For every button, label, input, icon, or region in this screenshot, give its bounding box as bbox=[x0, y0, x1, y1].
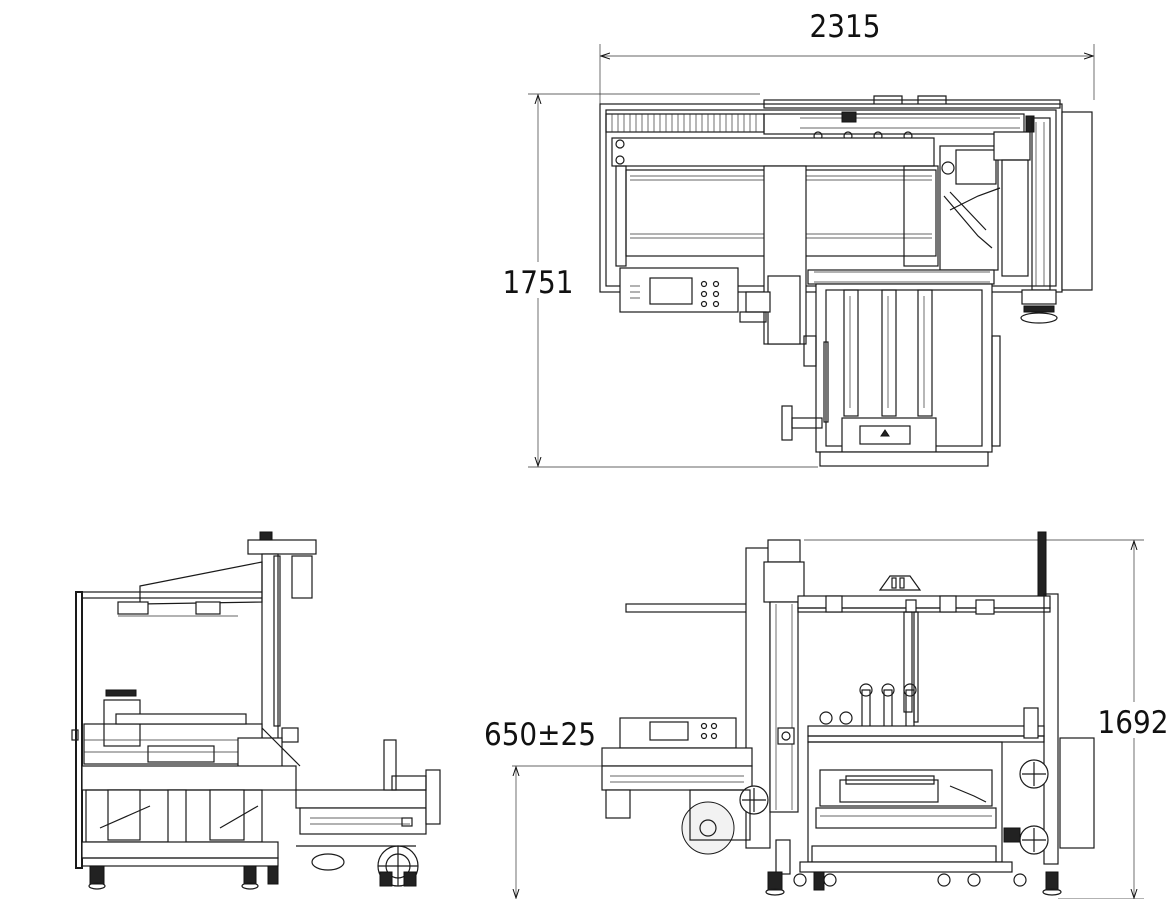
dimension-top-depth: 1751 bbox=[500, 93, 818, 468]
dimension-label-height: 1692 bbox=[1098, 705, 1166, 741]
machine-top-view-drawing bbox=[599, 95, 1093, 467]
dimension-top-width: 2315 bbox=[599, 9, 1095, 104]
dimension-infeed-height: 650±25 bbox=[484, 717, 604, 898]
top-view: 2315 1751 bbox=[500, 9, 1095, 468]
dimension-label-width: 2315 bbox=[810, 9, 881, 45]
dimension-label-infeed: 650±25 bbox=[484, 717, 596, 753]
dimension-front-height: 1692 bbox=[804, 539, 1166, 899]
machine-front-view-drawing: 1692 650±25 bbox=[484, 531, 1166, 899]
dimension-label-depth: 1751 bbox=[503, 265, 574, 301]
machine-side-view-drawing bbox=[71, 531, 441, 890]
